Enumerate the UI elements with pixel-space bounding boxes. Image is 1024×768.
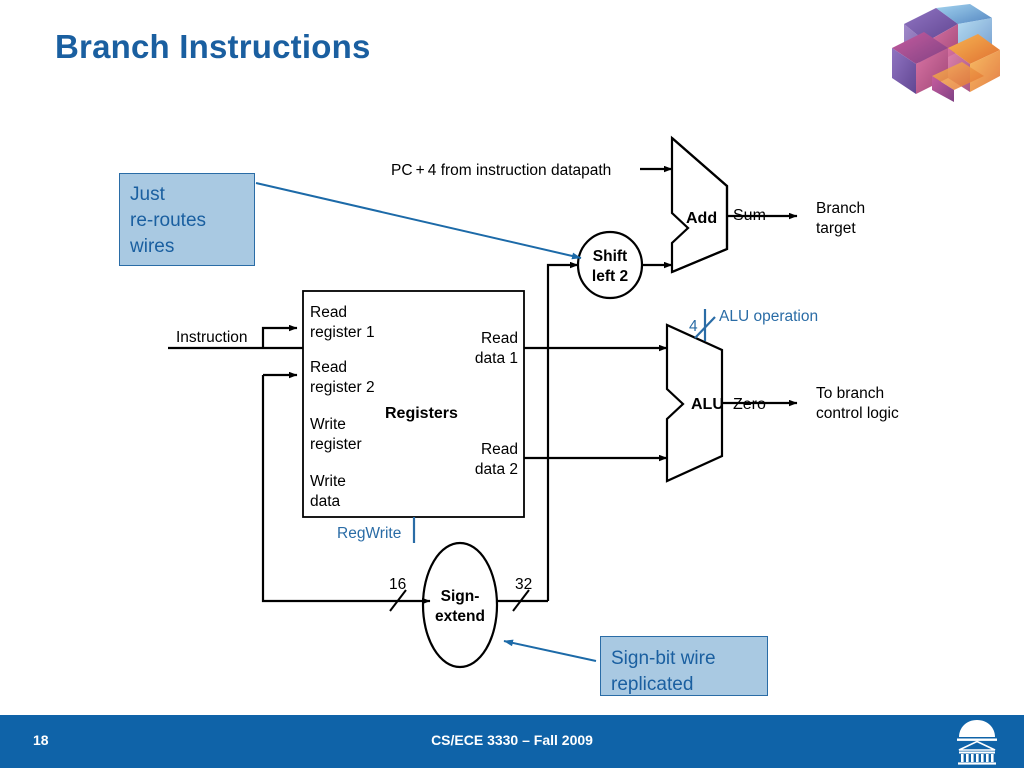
label-instruction: Instruction: [176, 329, 248, 346]
alu-operation-tick: [694, 316, 716, 339]
wire-signext-to-shift: [546, 261, 579, 601]
label-write-register-line2: register: [310, 436, 362, 453]
label-read-register-1-line2: register 1: [310, 324, 375, 341]
label-read-data-1-line2: data 1: [475, 350, 518, 367]
label-alu-unit: ALU: [691, 396, 724, 413]
footer-bar: 18 CS/ECE 3330 – Fall 2009: [0, 715, 1024, 768]
page-title: Branch Instructions: [55, 28, 371, 65]
label-read-register-2-line2: register 2: [310, 379, 375, 396]
label-alu-operation-control: ALU operation: [719, 308, 818, 325]
label-read-data-2-line1: Read: [481, 441, 518, 458]
callout-signbit-leader-line: [503, 639, 597, 662]
wire-instruction-to-signext: [261, 375, 431, 605]
label-pc-plus-4: PC + 4 from instruction datapath: [391, 162, 611, 179]
callout-reroute-leader-line: [255, 182, 582, 260]
label-branch-control-line1: To branch: [816, 385, 884, 402]
callout-just-re-routes-wires: Just re-routes wires: [119, 173, 255, 266]
label-sign-extend-line2: extend: [435, 608, 485, 625]
wire-instruction-to-rr1: [261, 324, 298, 348]
label-branch-target-line1: Branch: [816, 200, 865, 217]
label-shift-left-2-line2: left 2: [592, 268, 628, 285]
callout-reroute-line3: wires: [130, 236, 175, 258]
label-branch-target-line2: target: [816, 220, 856, 237]
callout-signbit-line1: Sign-bit wire: [611, 648, 716, 669]
mips-branch-datapath: PC + 4 from instruction datapath Add Sum…: [168, 135, 899, 669]
label-sum-output: Sum: [733, 207, 766, 224]
callout-signbit-line2: replicated: [611, 674, 694, 696]
label-branch-control-line2: control logic: [816, 405, 899, 422]
label-write-data-line2: data: [310, 493, 341, 510]
alu-unit-shape: [665, 323, 724, 483]
label-bus-width-16: 16: [389, 576, 406, 593]
callout-reroute-line1: Just: [130, 184, 165, 205]
footer-course-label: CS/ECE 3330 – Fall 2009: [431, 732, 593, 748]
3d-blocks-graphic: [892, 4, 1000, 102]
label-read-register-2-line1: Read: [310, 359, 347, 376]
label-read-register-1-line1: Read: [310, 304, 347, 321]
callout-reroute-line2: re-routes: [130, 210, 207, 232]
label-bus-width-32: 32: [515, 576, 532, 593]
callout-sign-bit-wire-replicated: Sign-bit wire replicated: [600, 636, 768, 696]
label-add-unit: Add: [686, 210, 717, 227]
sign-extend-shape: [421, 541, 499, 669]
bus-tick-32: [512, 589, 530, 612]
shift-left-2-shape: [576, 230, 644, 300]
rotunda-logo: [957, 720, 997, 765]
label-write-data-line1: Write: [310, 473, 346, 490]
label-write-register-line1: Write: [310, 416, 346, 433]
label-regwrite-control: RegWrite: [337, 525, 401, 542]
label-sign-extend-line1: Sign-: [441, 588, 480, 605]
label-read-data-2-line2: data 2: [475, 461, 518, 478]
label-zero-output: Zero: [733, 396, 766, 413]
label-alu-control-width: 4: [689, 318, 698, 335]
label-read-data-1-line1: Read: [481, 330, 518, 347]
bus-tick-16: [389, 589, 407, 612]
label-registers-block: Registers: [385, 405, 458, 422]
add-unit-outline: [671, 137, 729, 274]
footer-page-number: 18: [33, 732, 49, 748]
label-shift-left-2-line1: Shift: [593, 248, 627, 265]
